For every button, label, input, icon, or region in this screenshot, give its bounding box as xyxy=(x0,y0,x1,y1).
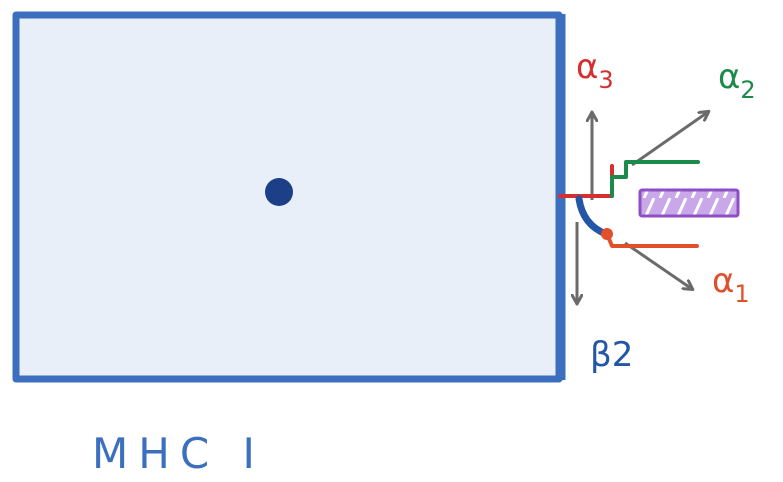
label-alpha1: α1 xyxy=(712,261,750,308)
beta2-domain xyxy=(575,195,610,238)
peptide-groove xyxy=(638,188,740,218)
arrow-lower-right xyxy=(624,241,692,289)
label-alpha2: α2 xyxy=(718,57,756,104)
label-beta2: β2 xyxy=(590,335,633,375)
alpha3-domain xyxy=(558,164,614,198)
alpha1-domain xyxy=(605,232,699,248)
alpha2-domain xyxy=(610,160,700,198)
arrow-upper-right xyxy=(631,112,708,167)
label-alpha3: α3 xyxy=(576,47,614,94)
diagram-caption: MHC I xyxy=(92,429,265,478)
nucleus-dot xyxy=(265,178,293,206)
